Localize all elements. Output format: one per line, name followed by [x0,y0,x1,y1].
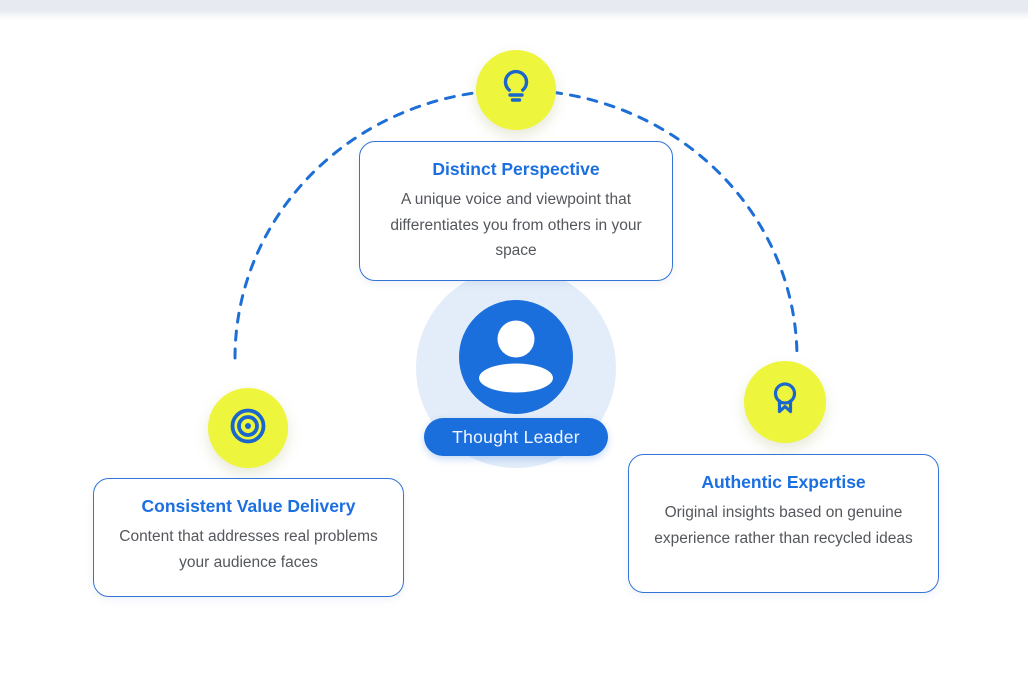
award-icon [765,380,805,425]
card-authentic-expertise: Authentic Expertise Original insights ba… [628,454,939,593]
thought-leader-badge: Thought Leader [424,418,608,456]
card-body: Original insights based on genuine exper… [654,504,913,547]
card-body: Content that addresses real problems you… [119,528,378,571]
card-title: Distinct Perspective [432,159,600,179]
top-window-edge [0,0,1028,24]
node-distinct-perspective [476,50,556,130]
target-icon [228,406,268,451]
badge-label: Thought Leader [452,426,580,447]
node-authentic-expertise [744,361,826,443]
person-icon [459,300,573,414]
card-title: Authentic Expertise [701,472,866,492]
card-distinct-perspective: Distinct Perspective A unique voice and … [359,141,673,281]
lightbulb-icon [496,68,536,113]
card-title: Consistent Value Delivery [141,496,356,516]
card-body: A unique voice and viewpoint that differ… [390,191,642,260]
node-consistent-value-delivery [208,388,288,468]
card-consistent-value-delivery: Consistent Value Delivery Content that a… [93,478,404,597]
